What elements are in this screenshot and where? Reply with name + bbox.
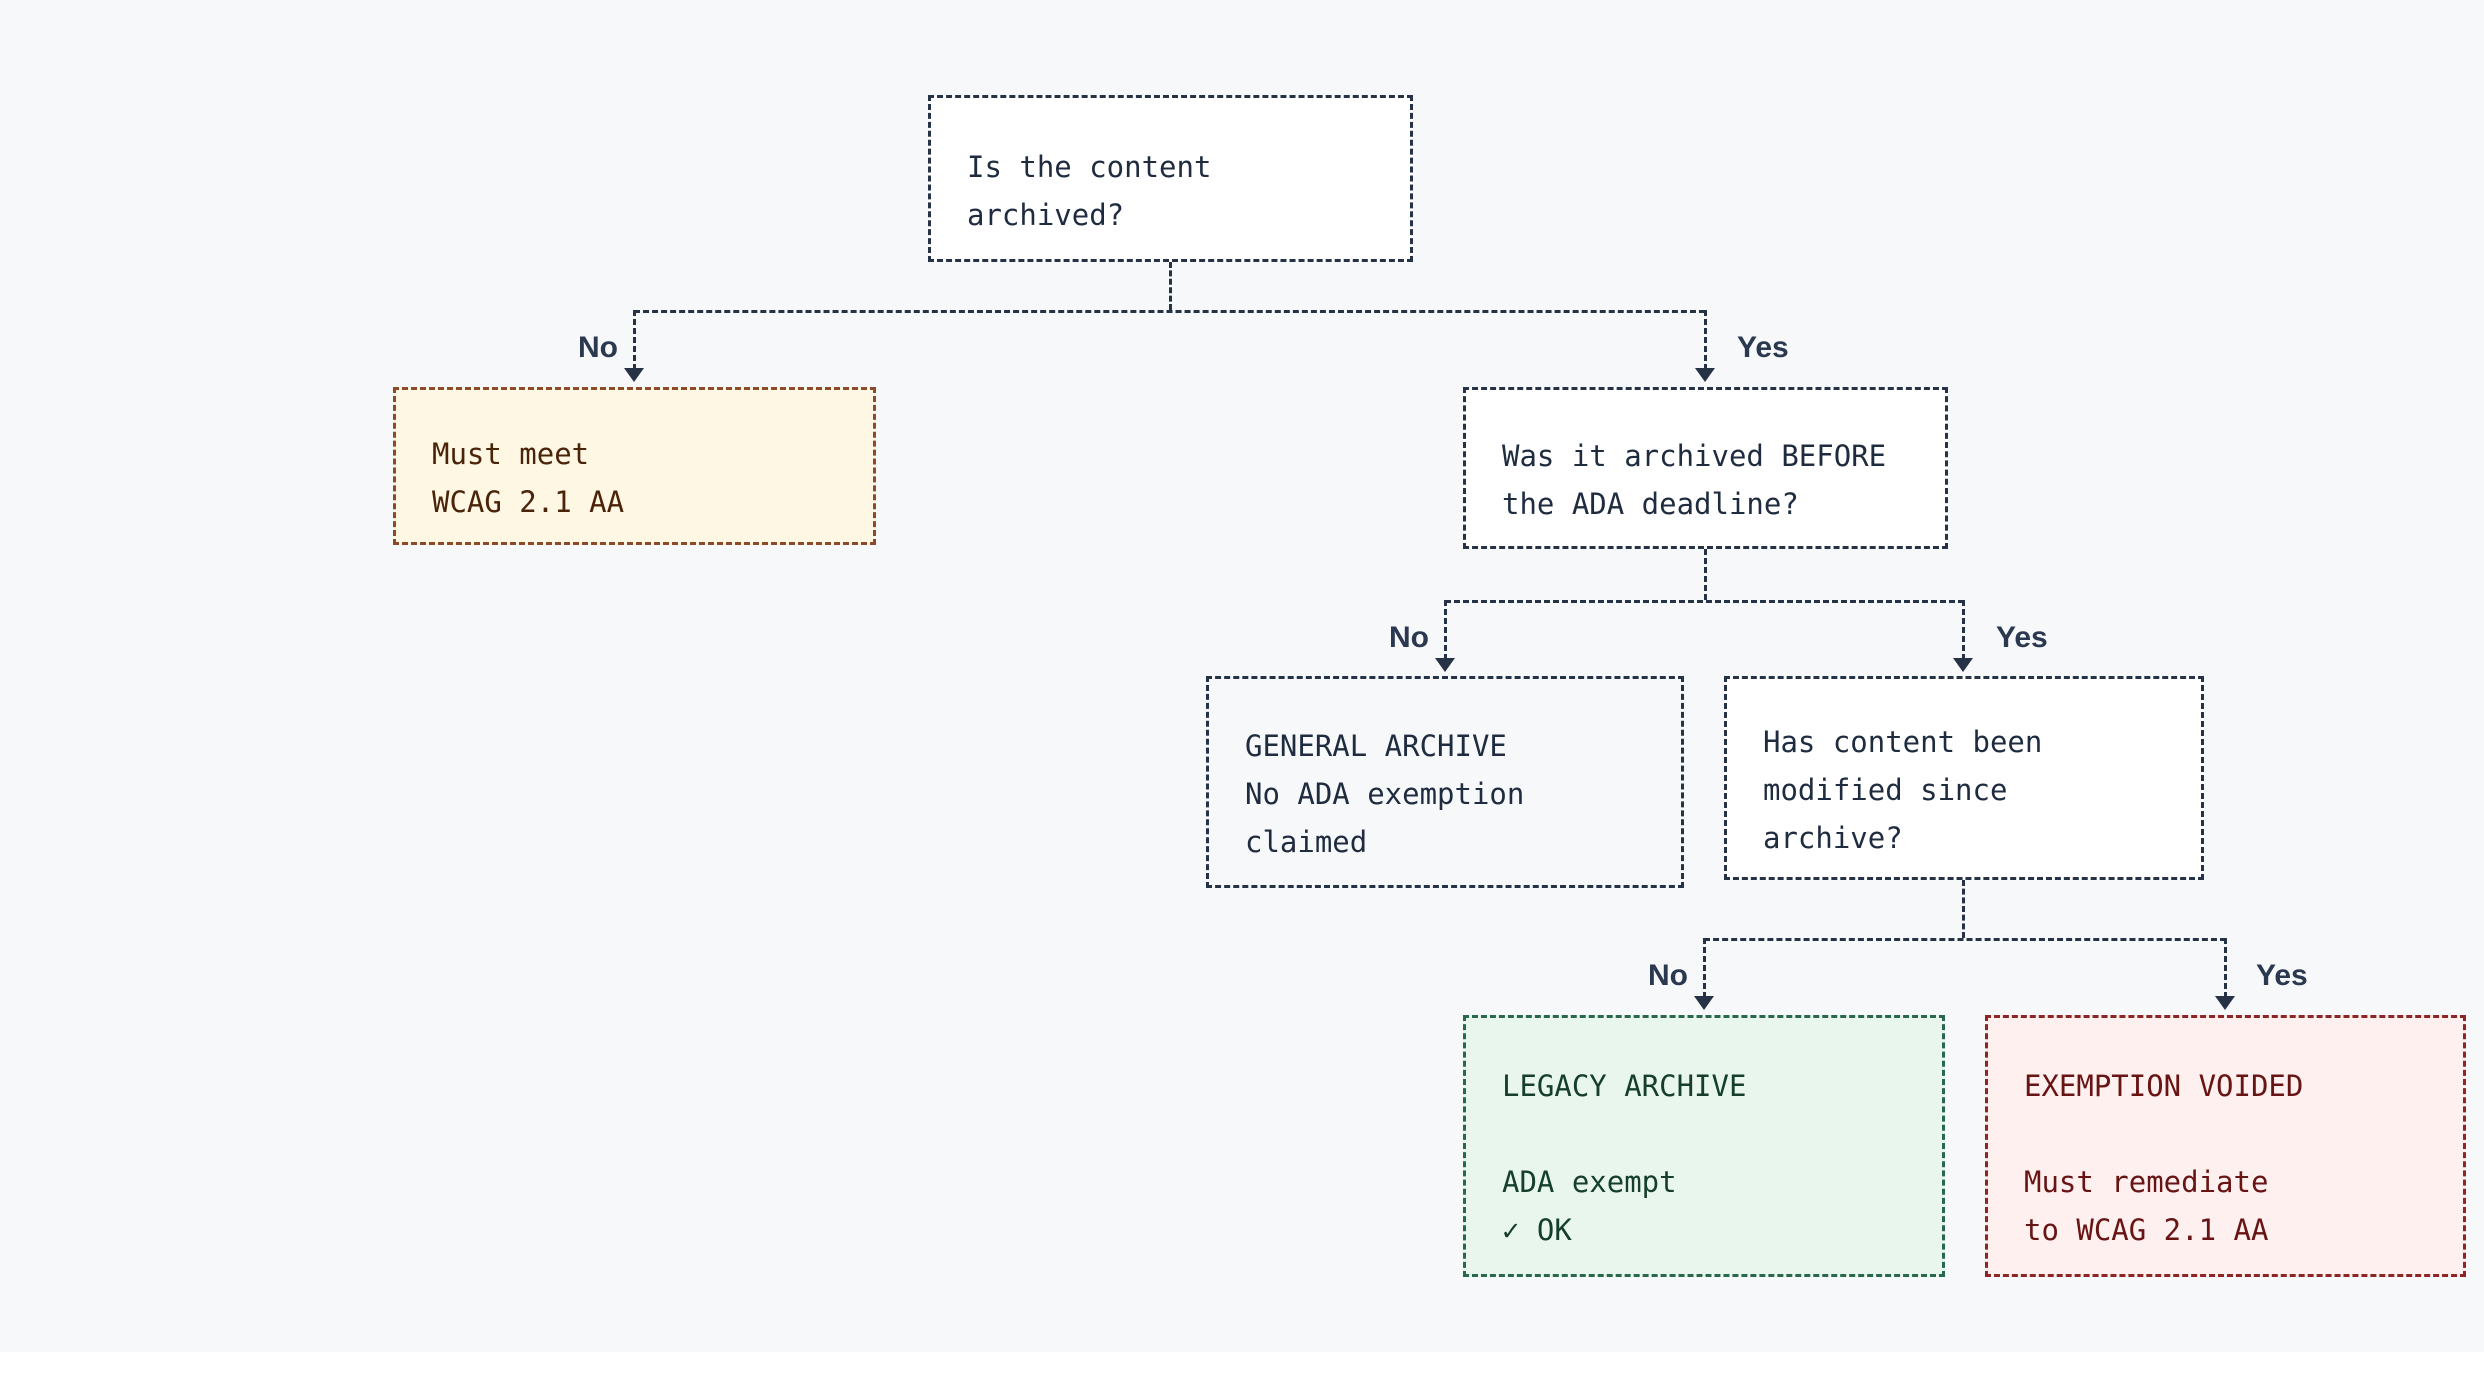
node-text-line: archive? xyxy=(1763,821,1903,855)
down-arrowhead xyxy=(1695,368,1715,382)
decision-node-is-content-archived: Is the content archived? xyxy=(928,95,1413,262)
down-arrowhead xyxy=(2215,996,2235,1010)
node-text-line-checkmark: ✓ OK xyxy=(1502,1213,1572,1247)
page-bottom-strip xyxy=(0,1352,2484,1374)
outcome-node-general-archive: GENERAL ARCHIVE No ADA exemption claimed xyxy=(1206,676,1684,888)
node-text-line: Has content been xyxy=(1763,725,2043,759)
node-text-line: Is the content xyxy=(967,149,1212,184)
node-text-line: modified since xyxy=(1763,773,2008,807)
branch-label-modified-no: No xyxy=(1648,959,1688,992)
node-text-line xyxy=(1502,1110,1906,1158)
connector-drop-modified-yes xyxy=(2224,938,2227,998)
connector-rail-modified xyxy=(1704,938,2226,941)
down-arrowhead xyxy=(1694,996,1714,1010)
node-text-line: WCAG 2.1 AA xyxy=(432,485,625,519)
connector-drop-archived-yes xyxy=(1704,310,1707,370)
node-text-line: the ADA deadline? xyxy=(1502,487,1799,521)
node-text-line: Must meet xyxy=(432,437,590,471)
node-text-line: Was it archived BEFORE xyxy=(1502,439,1887,473)
node-text-line: archived? xyxy=(967,197,1125,232)
branch-label-before-deadline-no: No xyxy=(1389,621,1429,654)
connector-rail-archived xyxy=(634,310,1705,313)
branch-label-modified-yes: Yes xyxy=(2256,959,2308,992)
decision-node-modified-since-archive: Has content been modified since archive? xyxy=(1724,676,2204,880)
connector-drop-before-deadline-yes xyxy=(1962,600,1965,660)
connector-drop-before-deadline-no xyxy=(1444,600,1447,660)
node-text-line: GENERAL ARCHIVE xyxy=(1245,729,1507,763)
node-text-line: to WCAG 2.1 AA xyxy=(2024,1213,2269,1247)
outcome-node-must-meet-wcag: Must meet WCAG 2.1 AA xyxy=(393,387,876,545)
node-text-line: LEGACY ARCHIVE xyxy=(1502,1069,1747,1103)
down-arrowhead xyxy=(624,368,644,382)
connector-drop-modified-no xyxy=(1703,938,1706,998)
node-text-line: ADA exempt xyxy=(1502,1165,1677,1199)
branch-label-archived-yes: Yes xyxy=(1737,331,1789,364)
connector-stem-modified xyxy=(1962,880,1965,938)
down-arrowhead xyxy=(1435,658,1455,672)
connector-rail-before-deadline xyxy=(1445,600,1964,603)
branch-label-archived-no: No xyxy=(578,331,618,364)
branch-label-before-deadline-yes: Yes xyxy=(1996,621,2048,654)
outcome-node-legacy-archive: LEGACY ARCHIVE ADA exempt ✓ OK xyxy=(1463,1015,1945,1277)
decision-node-archived-before-deadline: Was it archived BEFORE the ADA deadline? xyxy=(1463,387,1948,549)
node-text-line: Must remediate xyxy=(2024,1165,2269,1199)
connector-drop-archived-no xyxy=(633,310,636,370)
outcome-node-exemption-voided: EXEMPTION VOIDED Must remediate to WCAG … xyxy=(1985,1015,2466,1277)
node-text-line: No ADA exemption xyxy=(1245,777,1525,811)
node-text-line: EXEMPTION VOIDED xyxy=(2024,1069,2304,1103)
down-arrowhead xyxy=(1953,658,1973,672)
node-text-line xyxy=(2024,1110,2427,1158)
node-text-line: claimed xyxy=(1245,825,1368,859)
connector-stem-before-deadline xyxy=(1704,549,1707,600)
connector-stem-archived xyxy=(1169,262,1172,310)
